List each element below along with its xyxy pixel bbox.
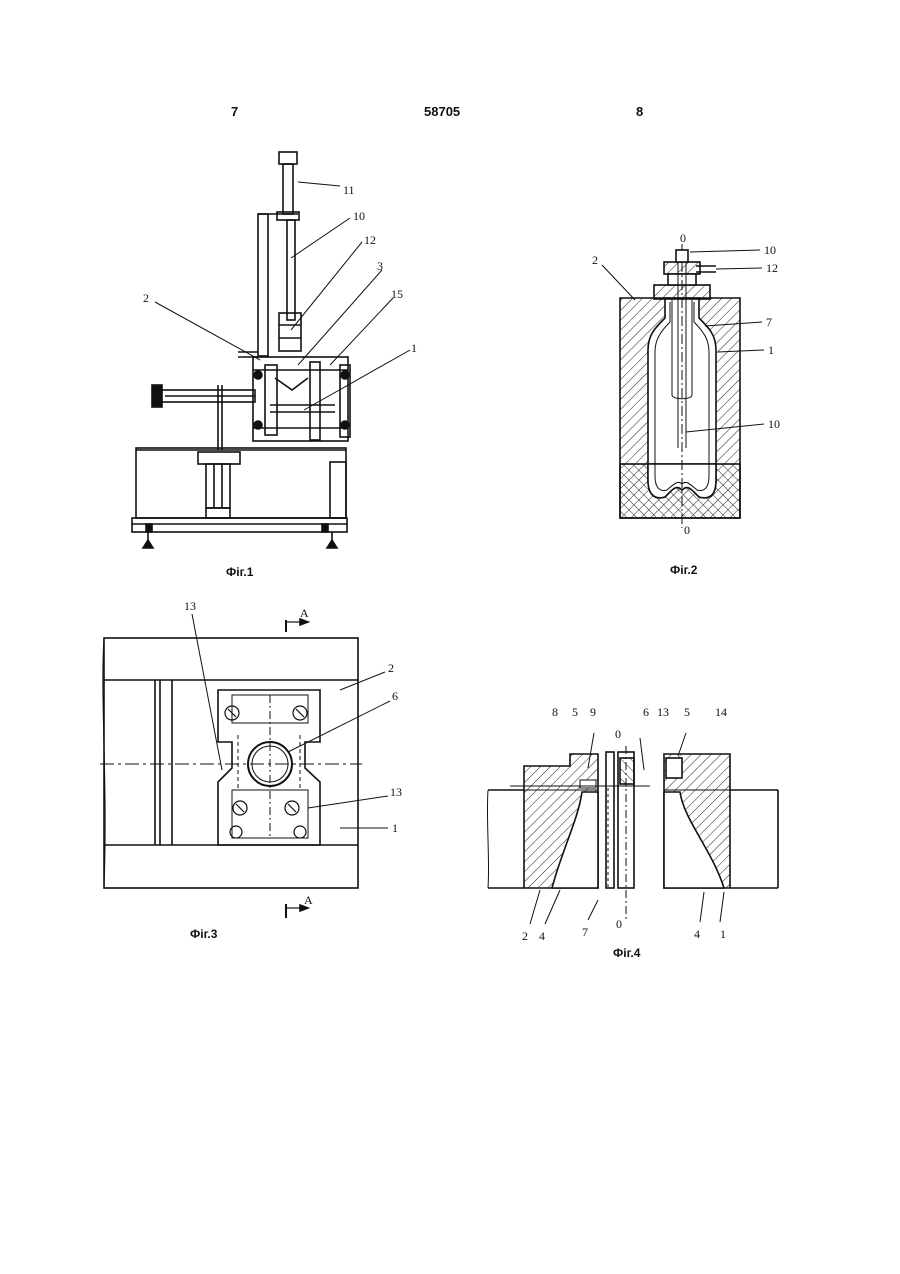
- fig3-section-A-top: A: [300, 606, 309, 620]
- figure-3-caption: Фіг.3: [190, 927, 217, 941]
- fig4-label-13: 13: [657, 705, 669, 719]
- figure-1-labels: 11 10 12 3 15 2 1: [143, 183, 417, 355]
- fig1-label-11: 11: [343, 183, 355, 197]
- fig1-label-15: 15: [391, 287, 403, 301]
- fig4-label-14: 14: [715, 705, 727, 719]
- fig2-label-7: 7: [766, 315, 772, 329]
- fig1-label-1: 1: [411, 341, 417, 355]
- fig1-label-2: 2: [143, 291, 149, 305]
- fig1-label-3: 3: [377, 259, 383, 273]
- fig3-label-13-top: 13: [184, 599, 196, 613]
- fig4-label-0-bottom: 0: [616, 917, 622, 931]
- fig4-label-8: 8: [552, 705, 558, 719]
- fig3-label-13-lower: 13: [390, 785, 402, 799]
- fig2-label-0-top: 0: [680, 231, 686, 245]
- fig1-label-12: 12: [364, 233, 376, 247]
- figure-4-caption: Фіг.4: [613, 946, 640, 960]
- fig4-label-7: 7: [582, 925, 588, 939]
- fig4-label-1: 1: [720, 927, 726, 941]
- fig4-label-4-right: 4: [694, 927, 700, 941]
- figure-1-caption: Фіг.1: [226, 565, 253, 579]
- fig4-label-2: 2: [522, 929, 528, 943]
- fig4-label-4-left: 4: [539, 929, 545, 943]
- fig2-label-0-bottom: 0: [684, 523, 690, 537]
- fig3-label-2: 2: [388, 661, 394, 675]
- fig2-label-1: 1: [768, 343, 774, 357]
- figure-2-caption: Фіг.2: [670, 563, 697, 577]
- fig4-label-5-right: 5: [684, 705, 690, 719]
- fig3-label-1: 1: [392, 821, 398, 835]
- fig2-label-2: 2: [592, 253, 598, 267]
- fig4-label-9: 9: [590, 705, 596, 719]
- figure-1: [132, 152, 410, 548]
- fig2-label-12: 12: [766, 261, 778, 275]
- fig2-label-10: 10: [764, 243, 776, 257]
- figure-3-labels: 13 A 2 6 13 1 A: [184, 599, 402, 907]
- fig3-label-6: 6: [392, 689, 398, 703]
- fig4-label-6: 6: [643, 705, 649, 719]
- fig4-label-5-left: 5: [572, 705, 578, 719]
- figure-4: [487, 733, 778, 924]
- fig3-section-A-bottom: A: [304, 893, 313, 907]
- fig1-label-10: 10: [353, 209, 365, 223]
- figure-3: [100, 614, 390, 918]
- fig4-label-0-top: 0: [615, 727, 621, 741]
- fig2-label-10-lower: 10: [768, 417, 780, 431]
- figure-2: [602, 244, 764, 528]
